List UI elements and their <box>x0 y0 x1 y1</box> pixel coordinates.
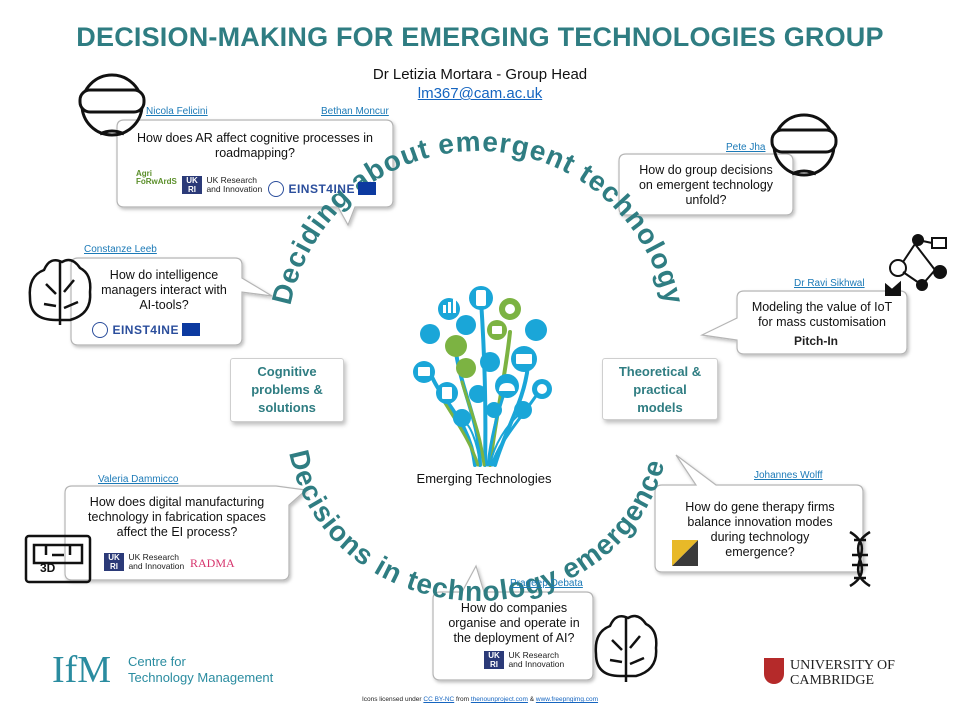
einst4ine-logo: EINST4INE <box>268 180 376 198</box>
cambridge-crest-icon <box>764 658 784 684</box>
researcher-name[interactable]: Johannes Wolff <box>754 470 823 481</box>
page-title: DECISION-MAKING FOR EMERGING TECHNOLOGIE… <box>76 22 884 52</box>
nounproject-link[interactable]: thenounproject.com <box>470 696 528 703</box>
bubble-digital <box>64 485 308 581</box>
iot-network-icon <box>885 234 947 296</box>
researcher-name[interactable]: Pradeep Debata <box>510 578 583 589</box>
bubble-ai <box>432 564 594 681</box>
pitch-in-logo: Pitch-In <box>794 334 838 348</box>
emerging-technologies-label: Emerging Technologies <box>416 471 552 486</box>
icon-credits: Icons licensed under CC BY-NC from theno… <box>361 696 599 703</box>
vr-headset-icon <box>770 113 838 177</box>
gene-firm-logo-accent <box>672 540 698 566</box>
vr-headset-icon <box>78 73 146 137</box>
einst4ine-logo: EINST4INE <box>92 321 200 339</box>
3d-printer-label: 3D <box>40 561 56 575</box>
bubble-iot <box>699 290 908 355</box>
dna-icon <box>849 530 871 588</box>
freepngimg-link[interactable]: www.freepngimg.com <box>535 696 599 703</box>
researcher-name[interactable]: Nicola Felicini <box>146 106 208 117</box>
bubble-intel <box>70 257 273 346</box>
bubble-ar <box>116 119 394 227</box>
brain-circuit-icon <box>28 258 92 325</box>
researcher-name[interactable]: Valeria Dammicco <box>98 474 179 485</box>
bubble-group <box>618 153 794 216</box>
3d-printer-icon <box>24 534 92 584</box>
researcher-name[interactable]: Dr Ravi Sikhwal <box>794 278 865 289</box>
radma-logo: RADMA <box>190 556 235 570</box>
researcher-name[interactable]: Constanze Leeb <box>84 244 157 255</box>
brain-circuit-icon <box>594 614 658 682</box>
ar-question: How does AR affect cognitive processes i… <box>136 131 373 160</box>
license-link[interactable]: CC BY-NC <box>423 696 455 703</box>
ifm-logo: IfM <box>52 649 112 691</box>
bubble-gene <box>654 454 864 573</box>
technology-icons <box>413 286 552 427</box>
email-link[interactable]: lm367@cam.ac.uk <box>417 85 543 102</box>
researcher-name[interactable]: Bethan Moncur <box>321 106 389 117</box>
group-head-name: Dr Letizia Mortara - Group Head <box>372 66 588 83</box>
researcher-name[interactable]: Pete Jha <box>726 142 766 153</box>
